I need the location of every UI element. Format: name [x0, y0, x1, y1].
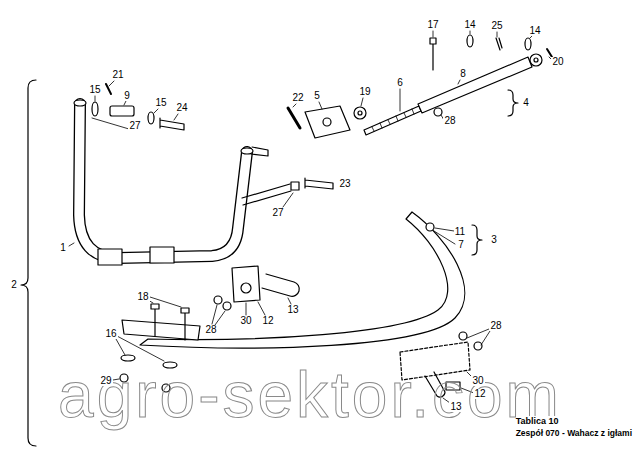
callout-number: 25 [490, 21, 503, 31]
washer [121, 355, 135, 361]
callout-number: 27 [271, 208, 284, 218]
callout-number: 12 [473, 389, 486, 399]
plate-title: Tablica 10 [516, 416, 559, 426]
washer [467, 35, 473, 47]
group-brace [21, 80, 36, 446]
group-brace [472, 225, 482, 255]
rod-tube [418, 57, 532, 113]
plate-caption: Zespół 070 - Wahacz z igłami [516, 428, 632, 438]
callout-number: 11 [454, 227, 466, 237]
callout-number: 12 [261, 316, 274, 326]
callout-number: 22 [291, 93, 304, 103]
group-brace [508, 90, 518, 116]
callout-number: 21 [111, 70, 124, 80]
saddle-clamp [150, 247, 174, 263]
u-bolt [262, 274, 299, 296]
nut [358, 111, 362, 115]
callout-number: 1 [59, 243, 67, 253]
callout-number: 13 [286, 305, 299, 315]
callout-number: 23 [338, 179, 351, 189]
pin [291, 182, 299, 190]
callout-number: 14 [463, 20, 476, 30]
callout-number: 9 [123, 91, 131, 101]
callout-number: 29 [99, 376, 112, 386]
nut [214, 296, 222, 304]
tube-end [74, 100, 86, 106]
nut [459, 332, 467, 340]
frame-brace [242, 184, 291, 205]
callout-number: 4 [522, 98, 530, 108]
callout-number: 14 [528, 26, 541, 36]
thread-marks [372, 109, 414, 131]
bolt [160, 118, 184, 130]
callout-number: 27 [128, 121, 141, 131]
callout-number: 2 [10, 280, 18, 290]
callout-number: 8 [459, 69, 467, 79]
callout-number: 28 [204, 325, 217, 335]
frame-tube-inner [79, 104, 247, 258]
washer [148, 112, 154, 124]
callout-number: 30 [471, 376, 484, 386]
nut [426, 223, 434, 231]
callout-number: 20 [551, 57, 564, 67]
callout-number: 15 [154, 98, 167, 108]
pin [106, 84, 111, 94]
bushing [110, 106, 134, 116]
callout-number: 3 [490, 235, 498, 245]
bracket-hole [241, 283, 251, 293]
nut [223, 302, 231, 310]
rod-eye-hole [534, 58, 538, 62]
callout-number: 7 [457, 240, 465, 250]
washer [525, 38, 531, 50]
callout-number: 17 [426, 20, 439, 30]
leader-lines [69, 31, 552, 403]
cotter-pin [496, 38, 502, 50]
callout-number: 16 [104, 329, 117, 339]
callout-number: 18 [136, 292, 149, 302]
callout-number: 30 [239, 316, 252, 326]
saddle-clamp [98, 249, 122, 265]
blade-plate [122, 320, 200, 340]
callout-number: 28 [443, 116, 456, 126]
callout-number: 19 [358, 87, 371, 97]
frame-tube [79, 104, 247, 258]
threaded-rod [364, 106, 421, 135]
tube-end [241, 148, 253, 154]
block-hole [323, 118, 331, 126]
pin [547, 49, 552, 57]
bolt [430, 38, 436, 70]
callout-number: 5 [313, 91, 321, 101]
clevis-block [305, 106, 350, 138]
callout-number: 24 [175, 103, 188, 113]
nut [474, 342, 482, 350]
bolt [305, 178, 333, 189]
bolt [151, 304, 189, 340]
bracket-plate [232, 266, 260, 302]
callout-number: 6 [396, 78, 404, 88]
nut [354, 107, 366, 119]
callout-number: 13 [449, 402, 462, 412]
pin [288, 108, 300, 128]
callout-number: 28 [489, 321, 502, 331]
frame-tab [251, 147, 268, 156]
washer [92, 102, 98, 116]
rod-eye [530, 54, 542, 66]
callout-number: 15 [88, 85, 101, 95]
